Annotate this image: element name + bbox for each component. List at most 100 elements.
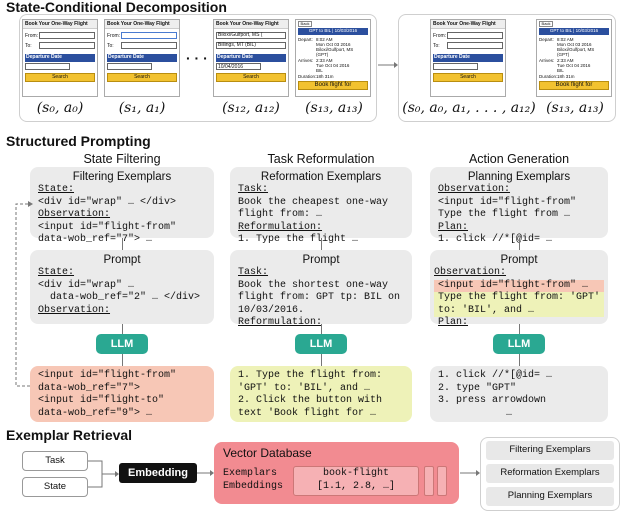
depart-line: Mon Oct 03 2016 — [316, 42, 351, 47]
connector-line — [519, 354, 520, 366]
embedding-value: [1.1, 2.8, …] — [316, 481, 395, 492]
code-line: 2. type "GPT" — [438, 382, 517, 394]
reformulation-output-box: 1. Type the flight from: 'GPT' to: 'BIL'… — [230, 366, 412, 422]
arrives-line: 2:33 AM — [316, 58, 333, 63]
section-title-decomposition: State-Conditional Decomposition — [6, 0, 227, 15]
from-input: Biloxi/Gulfport, MS ( — [216, 32, 286, 39]
action-output-box: 1. click //*[@id= … 2. type "GPT" 3. pre… — [430, 366, 608, 422]
code-line: Plan: — [438, 221, 469, 233]
code-line: <div id="wrap" … </div> — [38, 196, 177, 208]
duration-label: Duration: — [298, 74, 317, 79]
vector-entry-placeholder — [437, 466, 447, 496]
filtering-output-box: <input id="flight-from" data-wob_ref="7"… — [30, 366, 214, 422]
screenshot-s13: Back GPT to BIL | 10/03/2016 Depart: 8:0… — [295, 19, 371, 97]
screenshot-merged-s0: Book Your One-Way Flight From: To: Depar… — [430, 19, 506, 97]
planning-prompt-title: Prompt — [500, 254, 538, 266]
departure-date-label: Departure Date — [25, 54, 95, 62]
code-line: Task: — [238, 184, 269, 195]
duration-value: 18h 31m — [316, 74, 334, 79]
code-line: Reformulation: — [238, 317, 323, 329]
code-line: Observation: — [38, 209, 111, 221]
code-line: Observation: — [438, 184, 511, 195]
back-button: Back — [298, 21, 312, 27]
code-line: 1. click //*[@id= … — [438, 234, 553, 246]
to-input — [447, 42, 503, 49]
to-label: To: — [433, 42, 440, 49]
reformation-exemplars-box: Reformation Exemplars Task: Book the che… — [230, 167, 412, 245]
section-title-prompting: Structured Prompting — [6, 133, 151, 149]
result-header: GPT to BIL | 10/03/2016 — [539, 28, 609, 35]
form-header: Book Your One-Way Flight — [431, 20, 505, 29]
to-label: To: — [25, 42, 32, 49]
code-line: Book the cheapest one-way — [238, 196, 389, 208]
code-line: … — [506, 407, 513, 419]
vector-database-title: Vector Database — [223, 446, 312, 460]
arrives-label: Arrives: — [539, 58, 555, 63]
filtering-exemplars-title: Filtering Exemplars — [72, 171, 172, 183]
code-line: Observation: — [434, 267, 507, 278]
depart-line: Biloxi/Gulfport, MS — [316, 47, 354, 52]
label-merged: (s₀, a₀, a₁, . . . , a₁₂) — [402, 100, 536, 116]
vector-database: Vector Database Exemplars Embeddings boo… — [214, 442, 459, 504]
code-line: Book the shortest one-way — [238, 279, 389, 291]
filtering-prompt-title: Prompt — [103, 254, 141, 266]
connector-line — [122, 324, 123, 334]
date-input — [25, 63, 70, 70]
code-line: data-wob_ref="7"> … — [38, 234, 153, 246]
code-line: 1. click //*[@id= … — [438, 370, 553, 381]
llm-action: LLM — [493, 334, 545, 354]
code-line: Reformulation: — [238, 221, 323, 233]
code-line: 3. press arrowdown — [438, 395, 547, 407]
col-title-state-filtering: State Filtering — [83, 152, 161, 166]
screenshot-s1: Book Your One-Way Flight From: To: Depar… — [104, 19, 180, 97]
reformation-exemplars-title: Reformation Exemplars — [260, 171, 382, 183]
form-header: Book Your One-Way Flight — [214, 20, 288, 29]
search-button: Search — [107, 73, 177, 82]
arrives-line: Tue Oct 04 2016 — [316, 63, 350, 68]
label-s12-a12: (s₁₂, a₁₂) — [222, 100, 280, 116]
screenshot-s0: Book Your One-Way Flight From: To: Depar… — [22, 19, 98, 97]
filtering-exemplars-box: Filtering Exemplars State: <div id="wrap… — [30, 167, 214, 245]
depart-line: (GPT) — [316, 52, 329, 57]
connector-line — [519, 238, 520, 250]
depart-line: 8:02 AM — [557, 37, 574, 42]
to-label: To: — [107, 42, 114, 49]
from-input — [121, 32, 177, 39]
code-line: <input id="flight-from" — [38, 221, 177, 233]
code-line: 10/03/2016. — [238, 304, 305, 316]
code-line: 'GPT' to: 'BIL', and … — [238, 382, 371, 394]
search-button: Search — [216, 73, 286, 82]
form-header: Book Your One-Way Flight — [105, 20, 179, 29]
code-line: flight from: GPT tp: BIL on — [238, 292, 401, 304]
embeddings-label: Embeddings — [223, 481, 284, 492]
depart-line: Biloxi/Gulfport, MS — [557, 47, 595, 52]
arrives-line: BIL — [316, 68, 323, 73]
reformulation-prompt-title: Prompt — [302, 254, 340, 266]
result-header: GPT to BIL | 10/03/2016 — [298, 28, 368, 35]
arrives-line: 2:33 AM — [557, 58, 574, 63]
connector-line — [519, 324, 520, 334]
book-flight-button: Book flight for — [539, 81, 609, 90]
code-line: <input id="flight-from" — [38, 370, 177, 381]
duration-label: Duration: — [539, 74, 558, 79]
code-line-highlighted: Type the flight from: 'GPT' — [434, 292, 604, 305]
llm-reformulation: LLM — [295, 334, 347, 354]
llm-filtering: LLM — [96, 334, 148, 354]
connector-line — [321, 354, 322, 366]
code-line: State: — [38, 184, 75, 195]
to-input — [39, 42, 95, 49]
code-line: flight from: … — [238, 209, 323, 221]
arrow-right-icon — [197, 470, 214, 476]
code-line: data-wob_ref="9"> … — [38, 407, 153, 419]
date-input: 10/04/2016 — [216, 63, 261, 70]
departure-date-label: Departure Date — [216, 54, 286, 62]
connector-line — [122, 238, 123, 250]
arrives-line: Tue Oct 04 2016 — [557, 63, 591, 68]
to-input: Billings, MT (BIL) — [216, 42, 286, 49]
depart-line: (GPT) — [557, 52, 570, 57]
book-flight-button: Book flight for — [298, 81, 368, 90]
vector-entry-placeholder — [424, 466, 434, 496]
code-line: 1. Type the flight … — [238, 234, 359, 246]
code-line: data-wob_ref="7"> — [38, 382, 141, 394]
connector-line — [122, 354, 123, 366]
